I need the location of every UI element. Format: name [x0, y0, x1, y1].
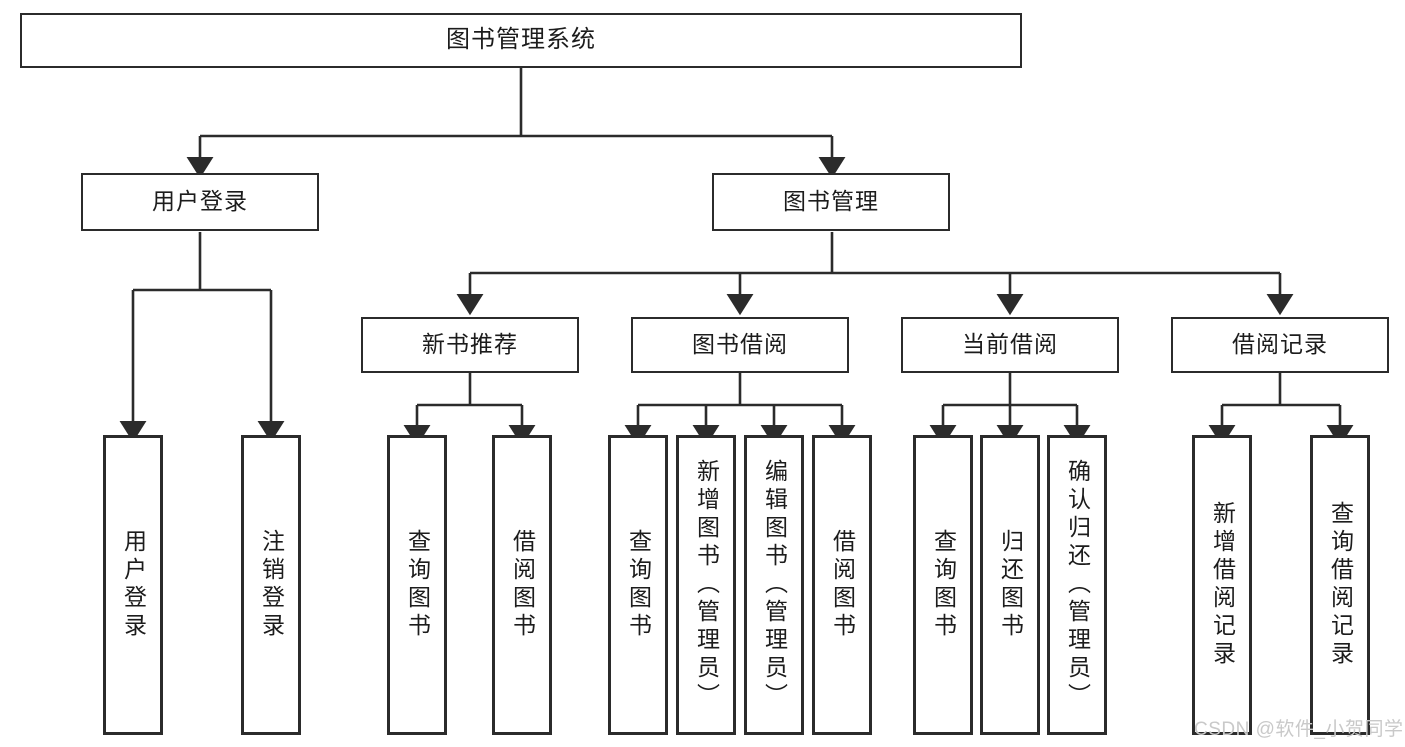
- leaf-borrow-book-2-label: 借阅图书: [829, 529, 856, 641]
- leaf-borrow-book-1[interactable]: 借阅图书: [492, 435, 552, 735]
- node-current-borrow-label: 当前借阅: [962, 331, 1058, 358]
- node-current-borrow[interactable]: 当前借阅: [901, 317, 1119, 373]
- leaf-query-book-1[interactable]: 查询图书: [387, 435, 447, 735]
- leaf-edit-book-label: 编辑图书（管理员）: [761, 459, 788, 711]
- leaf-query-book-3[interactable]: 查询图书: [913, 435, 973, 735]
- node-book-manage-label: 图书管理: [783, 188, 879, 215]
- node-new-book-rec-label: 新书推荐: [422, 331, 518, 358]
- leaf-add-book-label: 新增图书（管理员）: [693, 459, 720, 711]
- leaf-confirm-return[interactable]: 确认归还（管理员）: [1047, 435, 1107, 735]
- leaf-confirm-return-label: 确认归还（管理员）: [1064, 459, 1091, 711]
- node-new-book-rec[interactable]: 新书推荐: [361, 317, 579, 373]
- leaf-borrow-book-1-label: 借阅图书: [509, 529, 536, 641]
- leaf-return-book[interactable]: 归还图书: [980, 435, 1040, 735]
- leaf-edit-book[interactable]: 编辑图书（管理员）: [744, 435, 804, 735]
- leaf-query-record-label: 查询借阅记录: [1327, 501, 1354, 669]
- leaf-query-book-2[interactable]: 查询图书: [608, 435, 668, 735]
- leaf-logout[interactable]: 注销登录: [241, 435, 301, 735]
- leaf-add-book[interactable]: 新增图书（管理员）: [676, 435, 736, 735]
- node-root[interactable]: 图书管理系统: [20, 13, 1022, 68]
- leaf-user-login-label: 用户登录: [120, 529, 147, 641]
- node-user-login-label: 用户登录: [152, 188, 248, 215]
- node-book-borrow-label: 图书借阅: [692, 331, 788, 358]
- leaf-return-book-label: 归还图书: [997, 529, 1024, 641]
- leaf-query-book-2-label: 查询图书: [625, 529, 652, 641]
- leaf-query-book-1-label: 查询图书: [404, 529, 431, 641]
- leaf-borrow-book-2[interactable]: 借阅图书: [812, 435, 872, 735]
- node-borrow-record[interactable]: 借阅记录: [1171, 317, 1389, 373]
- leaf-add-record[interactable]: 新增借阅记录: [1192, 435, 1252, 735]
- leaf-query-record[interactable]: 查询借阅记录: [1310, 435, 1370, 735]
- node-book-manage[interactable]: 图书管理: [712, 173, 950, 231]
- node-root-label: 图书管理系统: [446, 26, 596, 54]
- leaf-logout-label: 注销登录: [258, 529, 285, 641]
- leaf-user-login[interactable]: 用户登录: [103, 435, 163, 735]
- node-borrow-record-label: 借阅记录: [1232, 331, 1328, 358]
- node-user-login[interactable]: 用户登录: [81, 173, 319, 231]
- node-book-borrow[interactable]: 图书借阅: [631, 317, 849, 373]
- leaf-add-record-label: 新增借阅记录: [1209, 501, 1236, 669]
- leaf-query-book-3-label: 查询图书: [930, 529, 957, 641]
- csdn-watermark: CSDN @软件_小贺同学: [1194, 719, 1404, 740]
